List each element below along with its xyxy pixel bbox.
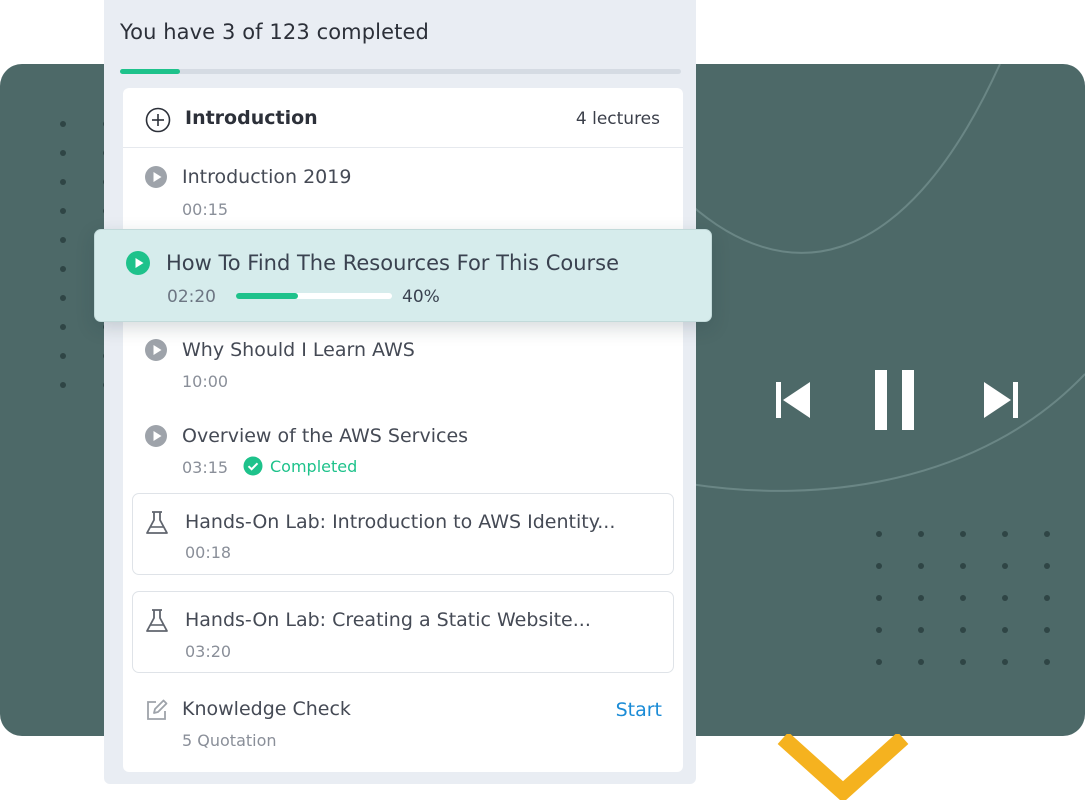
decorative-dot <box>1002 627 1008 633</box>
decorative-dot <box>960 531 966 537</box>
lecture-title[interactable]: Introduction 2019 <box>182 166 352 188</box>
lab-duration: 00:18 <box>185 543 232 562</box>
decorative-arcs <box>689 64 1085 492</box>
decorative-dot <box>876 595 882 601</box>
lab-duration: 03:20 <box>185 642 232 661</box>
decorative-dot <box>960 595 966 601</box>
lecture-duration: 00:15 <box>182 200 229 219</box>
flask-icon <box>146 511 168 534</box>
decorative-dot <box>60 295 66 301</box>
decorative-dot <box>1002 659 1008 665</box>
lab-title[interactable]: Hands-On Lab: Introduction to AWS Identi… <box>185 511 616 533</box>
decorative-dot <box>918 659 924 665</box>
decorative-dot <box>60 237 66 243</box>
decorative-dot <box>60 208 66 214</box>
decorative-dot <box>60 324 66 330</box>
skip-next-icon[interactable] <box>984 382 1018 418</box>
play-circle-icon[interactable] <box>144 424 168 448</box>
lecture-progress-fill <box>236 293 299 299</box>
decorative-dot <box>1002 595 1008 601</box>
decorative-dot <box>1002 531 1008 537</box>
decorative-dot <box>1044 531 1050 537</box>
lecture-duration: 10:00 <box>182 372 229 391</box>
decorative-dot <box>60 382 66 388</box>
decorative-dot <box>918 595 924 601</box>
course-progress-bar <box>120 69 681 74</box>
pause-icon[interactable] <box>875 370 915 430</box>
completed-status: Completed <box>270 457 358 476</box>
decorative-dot <box>60 353 66 359</box>
decorative-dot <box>960 627 966 633</box>
decorative-dot <box>876 563 882 569</box>
lab-title[interactable]: Hands-On Lab: Creating a Static Website.… <box>185 609 591 631</box>
decorative-dot <box>60 266 66 272</box>
player-controls <box>770 370 1030 432</box>
edit-icon <box>147 699 168 720</box>
course-progress-fill <box>120 69 181 74</box>
decorative-dot <box>876 531 882 537</box>
decorative-dot <box>60 150 66 156</box>
progress-summary: You have 3 of 123 completed <box>120 20 429 44</box>
section-header[interactable] <box>123 88 683 148</box>
section-lecture-count: 4 lectures <box>575 109 660 129</box>
quiz-subtitle: 5 Quotation <box>182 731 277 750</box>
decorative-dot <box>1044 595 1050 601</box>
play-circle-icon[interactable] <box>144 165 168 189</box>
lecture-title[interactable]: Overview of the AWS Services <box>182 425 469 447</box>
decorative-dot <box>960 563 966 569</box>
play-circle-icon[interactable] <box>125 250 151 276</box>
active-lecture-title[interactable]: How To Find The Resources For This Cours… <box>166 251 620 275</box>
quiz-title[interactable]: Knowledge Check <box>182 698 351 720</box>
active-lecture-duration: 02:20 <box>167 287 216 307</box>
decorative-dot <box>1002 563 1008 569</box>
decorative-dot <box>1044 627 1050 633</box>
decorative-dot <box>918 627 924 633</box>
flask-icon <box>146 609 168 632</box>
decorative-dot <box>1044 563 1050 569</box>
active-lecture-row[interactable] <box>94 229 712 322</box>
decorative-dot <box>876 659 882 665</box>
lecture-progress-bar <box>236 293 392 299</box>
lab-item[interactable] <box>132 591 674 673</box>
chevron-down-icon <box>777 734 909 800</box>
start-button[interactable]: Start <box>615 699 662 721</box>
decorative-dot <box>918 531 924 537</box>
decorative-dot <box>960 659 966 665</box>
decorative-dot <box>1044 659 1050 665</box>
play-circle-icon[interactable] <box>144 338 168 362</box>
lab-item[interactable] <box>132 493 674 575</box>
section-title: Introduction <box>185 107 318 129</box>
lecture-progress-percent: 40% <box>402 287 440 307</box>
decorative-dot <box>918 563 924 569</box>
lecture-title[interactable]: Why Should I Learn AWS <box>182 339 415 361</box>
check-circle-icon <box>243 456 263 476</box>
skip-previous-icon[interactable] <box>776 382 810 418</box>
decorative-dot <box>876 627 882 633</box>
decorative-dot <box>60 179 66 185</box>
lecture-duration: 03:15 <box>182 458 229 477</box>
decorative-dot <box>60 121 66 127</box>
plus-circle-icon[interactable] <box>145 107 171 133</box>
